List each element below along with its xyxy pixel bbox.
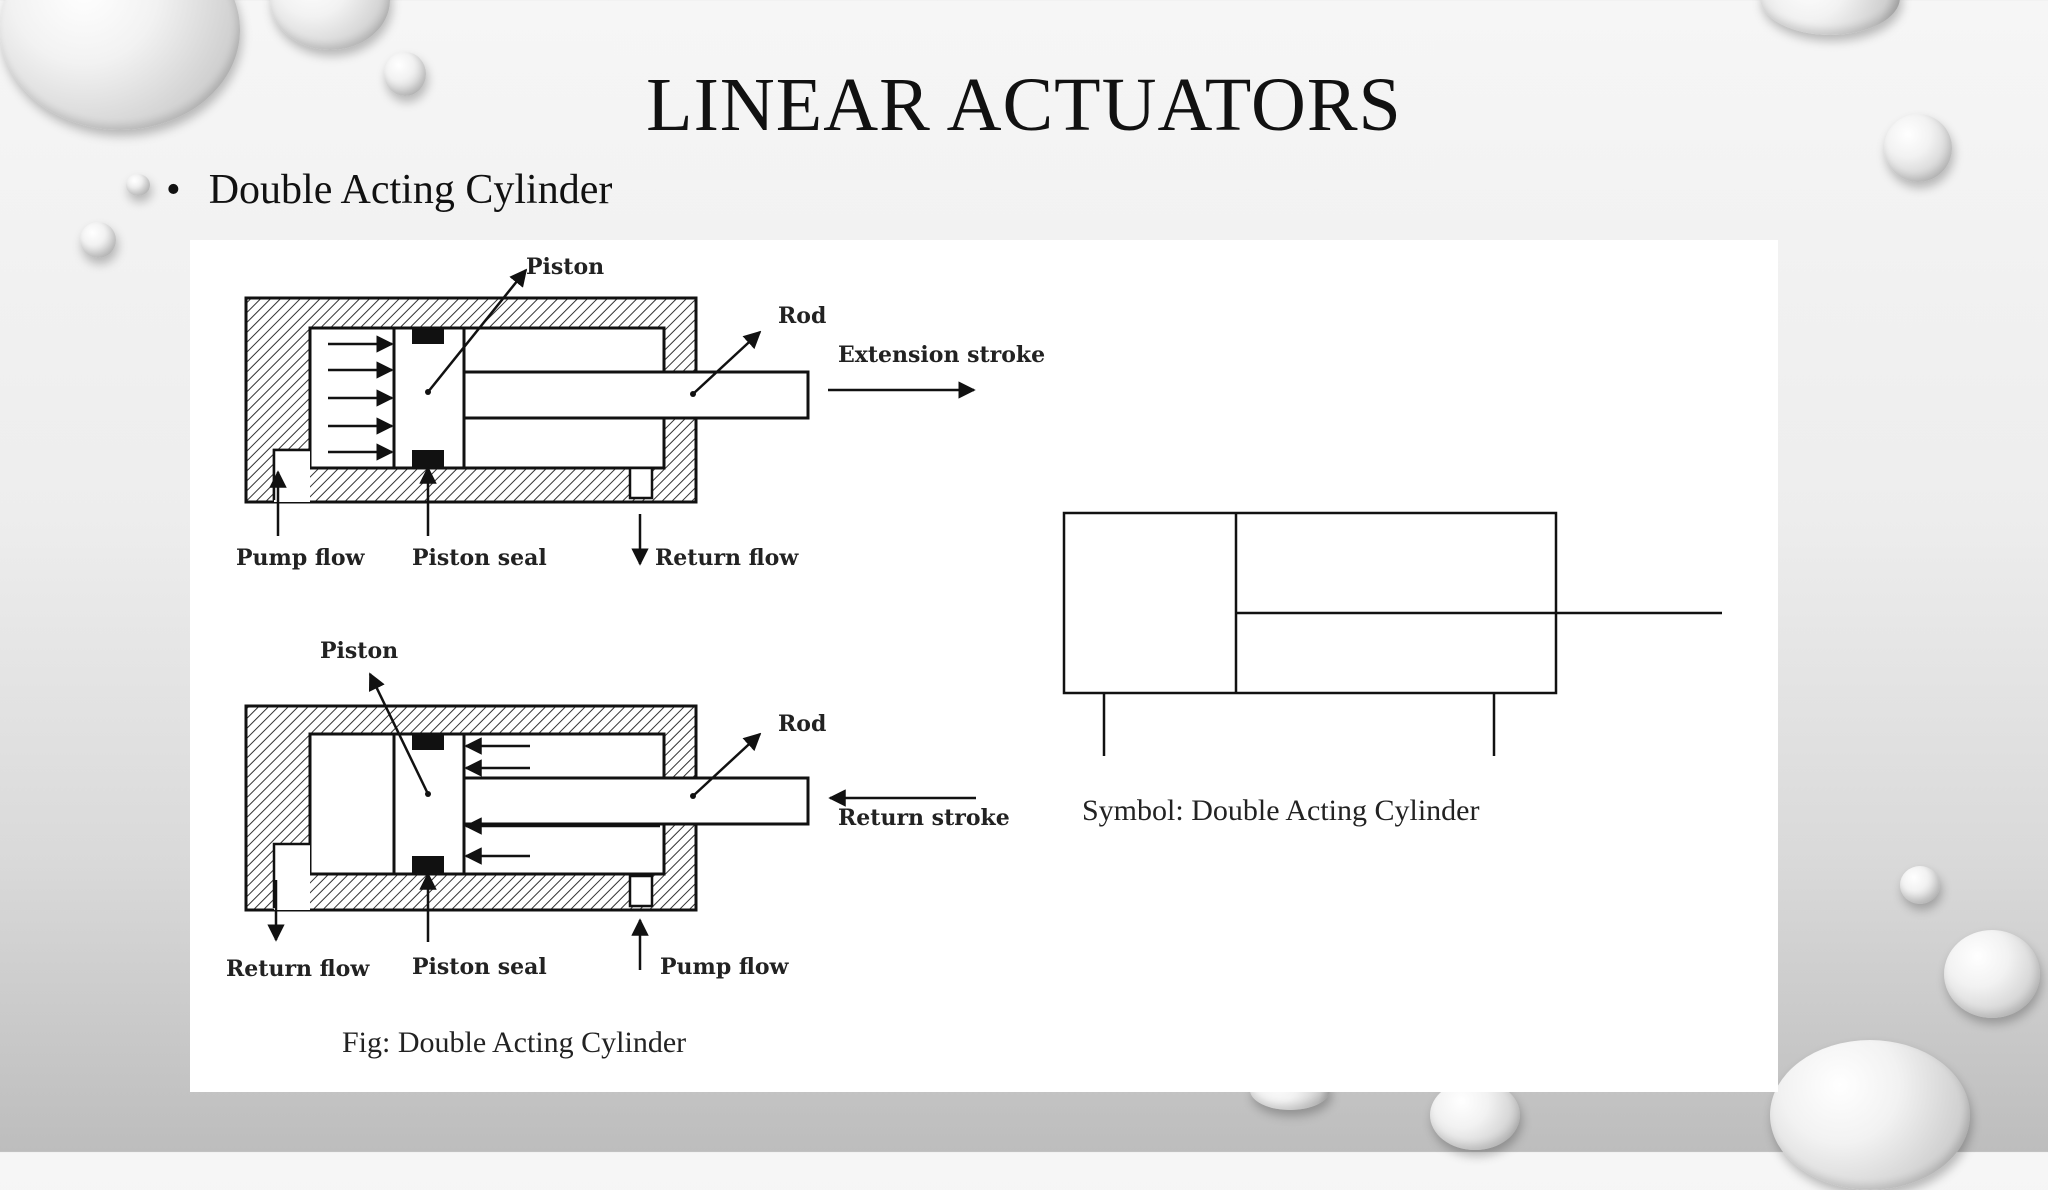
label-piston-top: Piston (526, 254, 604, 280)
label-piston-seal-top: Piston seal (412, 545, 547, 571)
label-return-stroke: Return stroke (838, 805, 1010, 831)
water-drop-decoration (384, 52, 426, 96)
water-drop-decoration (1770, 1040, 1970, 1190)
slide-title: LINEAR ACTUATORS (646, 63, 1402, 147)
cylinder-diagrams: Piston Rod Extension stroke Pump flow Pi… (226, 254, 1722, 1059)
bullet-dot: • (166, 167, 181, 213)
water-drop-decoration (126, 174, 150, 196)
label-return-flow-top: Return flow (655, 545, 799, 571)
label-pump-flow-top: Pump flow (236, 545, 366, 571)
label-piston-bottom: Piston (320, 638, 398, 664)
water-drop-decoration (270, 0, 390, 50)
symbol-caption: Symbol: Double Acting Cylinder (1082, 794, 1480, 827)
water-drop-decoration (80, 222, 116, 258)
water-drop-decoration (1884, 114, 1952, 182)
water-drop-decoration (1900, 866, 1940, 904)
figure-panel: Piston Rod Extension stroke Pump flow Pi… (190, 240, 1778, 1092)
bullet-text: Double Acting Cylinder (208, 167, 613, 213)
cylinder-symbol (1062, 511, 1722, 756)
figure-caption: Fig: Double Acting Cylinder (342, 1026, 686, 1059)
label-pump-flow-bottom: Pump flow (660, 954, 790, 980)
label-return-flow-bottom: Return flow (226, 956, 370, 982)
label-rod-bottom: Rod (778, 711, 826, 737)
bullet-item: • Double Acting Cylinder (166, 166, 612, 214)
label-piston-seal-bottom: Piston seal (412, 954, 547, 980)
water-drop-decoration (1944, 930, 2040, 1018)
water-drop-decoration (1760, 0, 1900, 35)
label-rod-top: Rod (778, 303, 826, 329)
extension-cylinder: Piston Rod Extension stroke Pump flow Pi… (236, 254, 1045, 571)
return-cylinder: Piston Rod Return stroke Return flow Pis… (226, 638, 1010, 982)
label-extension-stroke: Extension stroke (838, 342, 1045, 368)
